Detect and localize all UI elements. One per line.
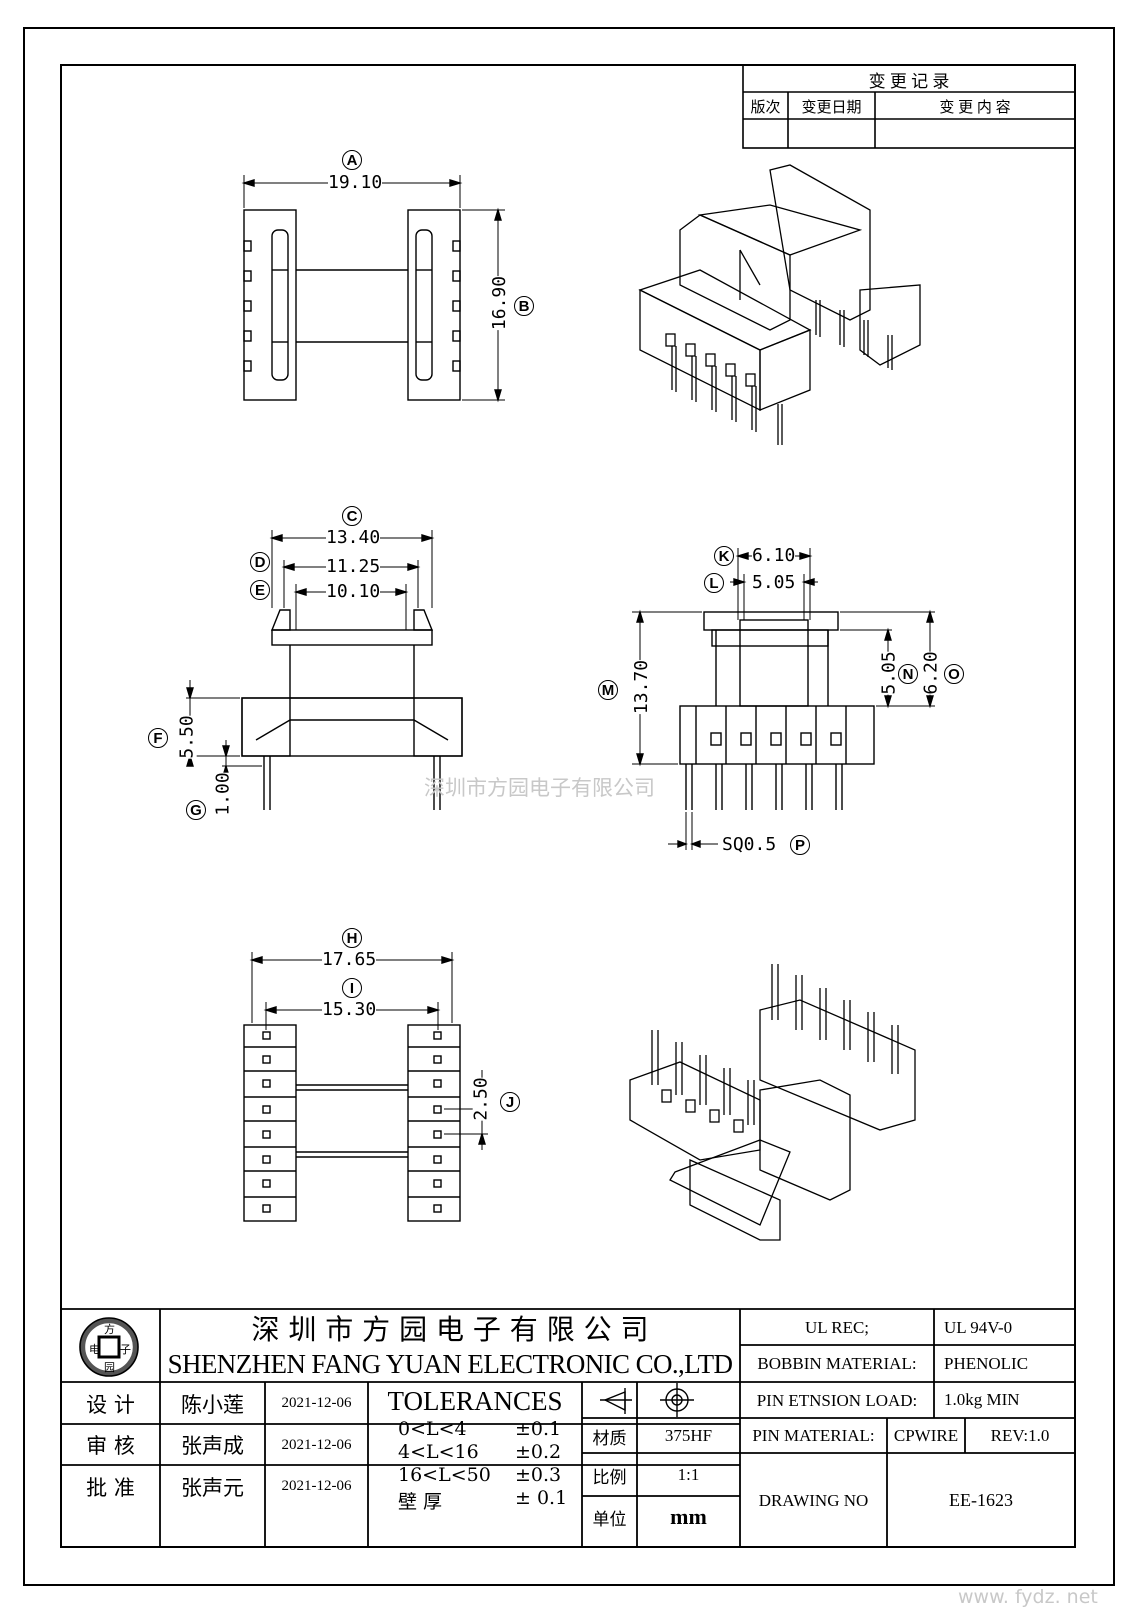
dim-bubble-c: C bbox=[342, 506, 362, 526]
dim-value-e: 10.10 bbox=[326, 581, 381, 602]
watermark-center: 深圳市方园电子有限公司 bbox=[424, 776, 655, 800]
design-date: 2021-12-06 bbox=[281, 1395, 352, 1411]
bobbin-material-label: BOBBIN MATERIAL: bbox=[757, 1354, 917, 1373]
review-date: 2021-12-06 bbox=[281, 1436, 352, 1453]
revision-table-lines bbox=[742, 64, 1076, 149]
dim-bubble-n: N bbox=[898, 664, 918, 684]
tolerance-range-1: 0<L<4 bbox=[398, 1418, 467, 1440]
ul-rec-label: UL REC; bbox=[804, 1317, 870, 1337]
dim-bubble-e: E bbox=[250, 580, 270, 600]
revision-col-content: 变 更 内 容 bbox=[939, 99, 1011, 116]
ul-rec-value: UL 94V-0 bbox=[944, 1318, 1013, 1337]
watermark-corner: www. fydz. net bbox=[958, 1586, 1098, 1608]
title-block-lines bbox=[61, 1308, 1075, 1547]
company-name-cn: 深 圳 市 方 园 电 子 有 限 公 司 bbox=[251, 1313, 649, 1346]
dim-value-h: 17.65 bbox=[322, 949, 377, 970]
pin-material-label: PIN MATERIAL: bbox=[752, 1426, 875, 1445]
material-label: 材质 bbox=[592, 1428, 627, 1449]
drawing-no-label: DRAWING NO bbox=[758, 1490, 869, 1510]
logo-char-left: 电 bbox=[89, 1343, 100, 1356]
tolerances-title: TOLERANCES bbox=[387, 1385, 563, 1416]
dim-bubble-b: B bbox=[514, 296, 534, 316]
logo-char-top: 方 bbox=[104, 1323, 115, 1336]
designer-name: 陈小莲 bbox=[181, 1392, 244, 1417]
dim-bubble-l: L bbox=[704, 573, 724, 593]
iso-view-1 bbox=[638, 164, 921, 445]
approve-label: 批 准 bbox=[86, 1475, 135, 1500]
dim-value-b: 16.90 bbox=[489, 275, 511, 331]
tolerance-value-3: ±0.3 bbox=[515, 1464, 562, 1486]
dim-value-p: SQ0.5 bbox=[722, 834, 777, 855]
dim-value-m: 13.70 bbox=[631, 659, 653, 715]
tolerance-range-2: 4<L<16 bbox=[398, 1441, 479, 1463]
dim-value-l: 5.05 bbox=[752, 572, 796, 593]
review-label: 审 核 bbox=[86, 1434, 135, 1458]
front-view bbox=[186, 530, 463, 810]
design-label: 设 计 bbox=[86, 1392, 135, 1417]
top-view bbox=[241, 175, 505, 403]
dim-value-k: 6.10 bbox=[752, 545, 796, 566]
approve-date: 2021-12-06 bbox=[281, 1478, 352, 1494]
revision-col-version: 版次 bbox=[750, 99, 781, 116]
logo-char-right: 子 bbox=[120, 1343, 131, 1356]
unit-label: 单位 bbox=[592, 1509, 627, 1530]
tolerance-value-4: ± 0.1 bbox=[515, 1487, 568, 1509]
revision-number: REV:1.0 bbox=[990, 1426, 1050, 1445]
tolerance-range-4: 壁 厚 bbox=[398, 1491, 443, 1513]
dim-bubble-h: H bbox=[342, 928, 362, 948]
pin-material-value: CPWIRE bbox=[893, 1426, 959, 1445]
inner-border bbox=[60, 64, 1076, 1548]
dim-value-a: 19.10 bbox=[328, 172, 383, 193]
tolerance-value-1: ±0.1 bbox=[515, 1418, 562, 1440]
dim-value-c: 13.40 bbox=[326, 527, 381, 548]
reviewer-name: 张声成 bbox=[181, 1434, 244, 1458]
dim-bubble-k: K bbox=[714, 546, 734, 566]
dim-bubble-m: M bbox=[598, 680, 618, 700]
dim-value-j: 2.50 bbox=[470, 1077, 492, 1121]
tolerance-range-3: 16<L<50 bbox=[398, 1464, 491, 1486]
drawing-no-value: EE-1623 bbox=[949, 1490, 1013, 1510]
unit-value: mm bbox=[670, 1504, 707, 1529]
dim-value-i: 15.30 bbox=[322, 999, 377, 1020]
dim-value-f: 5.50 bbox=[176, 715, 198, 759]
material-value: 375HF bbox=[664, 1426, 713, 1445]
logo-char-bottom: 园 bbox=[104, 1361, 115, 1374]
dim-bubble-d: D bbox=[250, 552, 270, 572]
revision-col-date: 变更日期 bbox=[801, 99, 862, 116]
dim-bubble-i: I bbox=[342, 978, 362, 998]
revision-table-title: 变 更 记 录 bbox=[868, 71, 950, 91]
side-view bbox=[632, 548, 935, 850]
dim-bubble-j: J bbox=[500, 1092, 520, 1112]
tolerance-value-2: ±0.2 bbox=[515, 1441, 562, 1463]
outer-border bbox=[23, 27, 1115, 1586]
dim-value-g: 1.00 bbox=[212, 772, 234, 816]
bottom-view bbox=[243, 952, 488, 1222]
dim-bubble-o: O bbox=[944, 664, 964, 684]
dim-bubble-a: A bbox=[342, 150, 362, 170]
scale-label: 比例 bbox=[592, 1467, 627, 1488]
scale-value: 1:1 bbox=[677, 1465, 700, 1484]
logo-coin-icon bbox=[79, 1317, 139, 1377]
dim-bubble-p: P bbox=[790, 835, 810, 855]
projection-symbol bbox=[600, 1383, 694, 1417]
dim-value-o: 6.20 bbox=[920, 651, 942, 695]
approver-name: 张声元 bbox=[181, 1475, 244, 1500]
pin-load-value: 1.0kg MIN bbox=[944, 1390, 1020, 1409]
dim-value-n: 5.05 bbox=[878, 651, 900, 695]
company-name-en: SHENZHEN FANG YUAN ELECTRONIC CO.,LTD bbox=[167, 1348, 733, 1379]
dim-value-d: 11.25 bbox=[326, 556, 381, 577]
bobbin-material-value: PHENOLIC bbox=[944, 1354, 1029, 1373]
pin-load-label: PIN ETNSION LOAD: bbox=[756, 1390, 918, 1410]
iso-view-2 bbox=[629, 964, 916, 1241]
dim-bubble-f: F bbox=[148, 728, 168, 748]
dim-bubble-g: G bbox=[186, 800, 206, 820]
